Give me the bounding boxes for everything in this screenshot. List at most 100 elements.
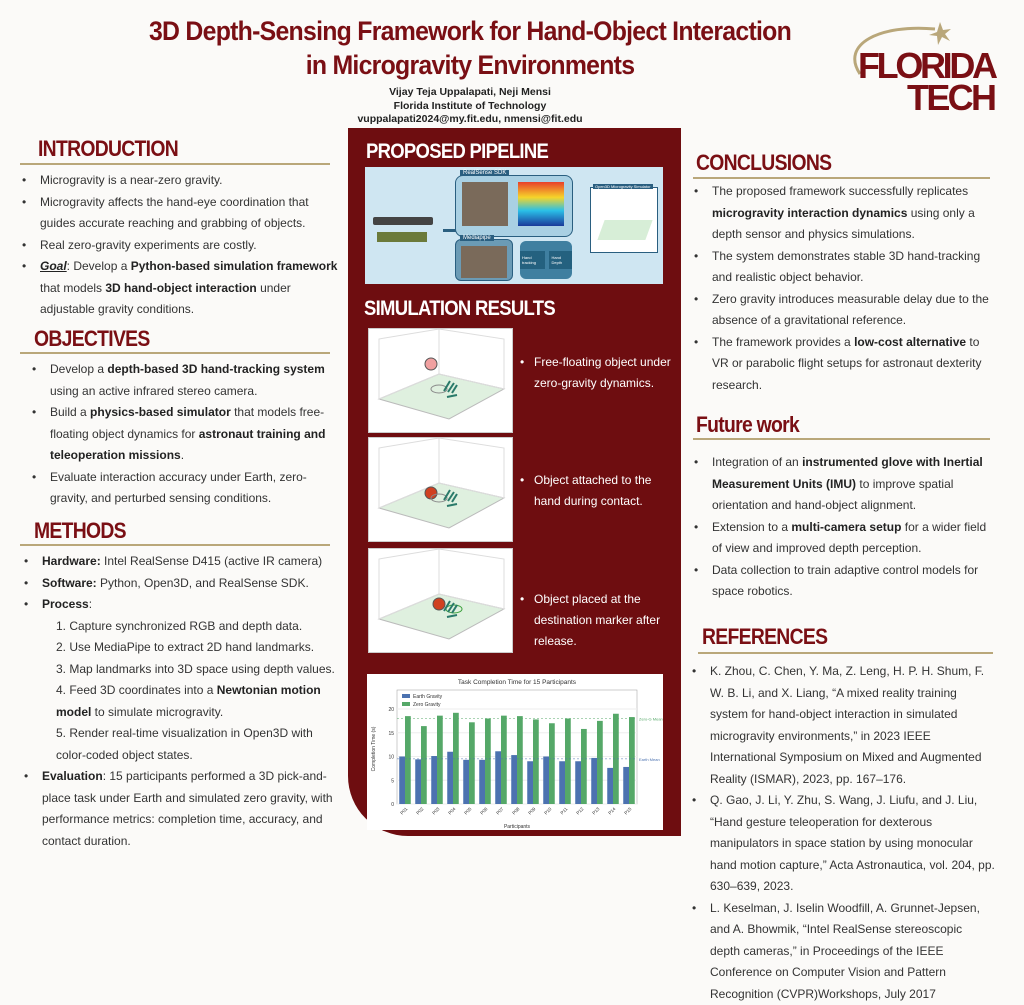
realsense-label: RealSense SDK: [460, 170, 509, 176]
circuit-board-icon: [377, 232, 427, 242]
bar-zero-gravity: [485, 719, 491, 805]
y-tick-label: 0: [391, 802, 394, 808]
bar-earth-gravity: [591, 758, 597, 804]
list-item: Real zero-gravity experiments are costly…: [20, 235, 340, 257]
text: that models: [40, 281, 105, 295]
x-tick-label: P03: [431, 806, 441, 816]
list-item: 2. Use MediaPipe to extract 2D hand land…: [22, 637, 342, 659]
camera-icon: [373, 217, 433, 225]
list-item: Evaluate interaction accuracy under Eart…: [30, 467, 340, 510]
y-tick-label: 10: [388, 755, 394, 761]
text: Real zero-gravity experiments are costly…: [40, 238, 257, 252]
text: 3. Map landmarks into 3D space using dep…: [56, 662, 335, 676]
bar-earth-gravity: [415, 759, 421, 804]
simulation-heading: SIMULATION RESULTS: [364, 297, 555, 321]
pipeline-diagram: RealSense SDK Mediapipe Hand tracking Ha…: [365, 167, 663, 284]
simulation-plot-2: [368, 437, 513, 542]
reference-item: L. Keselman, J. Iselin Woodfill, A. Grun…: [690, 898, 995, 1005]
text: The framework provides a: [712, 335, 854, 349]
simulation-plot-1: [368, 328, 513, 433]
bar-zero-gravity: [421, 726, 427, 804]
bar-zero-gravity: [597, 721, 603, 804]
processing-group: Hand tracking Hand Depth: [520, 241, 572, 279]
bar-earth-gravity: [527, 761, 533, 804]
legend-swatch: [402, 694, 410, 698]
divider: [20, 352, 330, 354]
x-tick-label: P08: [511, 806, 521, 816]
list-item: Evaluation: 15 participants performed a …: [22, 766, 342, 852]
list-item: Microgravity affects the hand-eye coordi…: [20, 192, 340, 235]
x-tick-label: P04: [447, 806, 457, 816]
reference-item: Q. Gao, J. Li, Y. Zhu, S. Wang, J. Liufu…: [690, 790, 995, 898]
text: 4. Feed 3D coordinates into a: [56, 683, 217, 697]
bold-text: depth-based 3D hand-tracking system: [107, 362, 324, 376]
text: Python, Open3D, and RealSense SDK.: [97, 576, 309, 590]
text: :: [89, 597, 92, 611]
text: The proposed framework successfully repl…: [712, 184, 968, 198]
text: 1. Capture synchronized RGB and depth da…: [56, 619, 302, 633]
divider: [698, 652, 993, 654]
text: Data collection to train adaptive contro…: [712, 563, 978, 599]
list-item: Data collection to train adaptive contro…: [692, 560, 997, 603]
title-line-2: in Microgravity Environments: [139, 48, 801, 82]
realsense-group: RealSense SDK: [455, 175, 573, 237]
list-item: Integration of an instrumented glove wit…: [692, 452, 997, 517]
completion-time-chart: Task Completion Time for 15 Participants…: [367, 674, 663, 830]
list-item: Develop a depth-based 3D hand-tracking s…: [30, 359, 340, 402]
bar-zero-gravity: [405, 716, 411, 804]
bar-earth-gravity: [479, 760, 485, 804]
x-axis-label: Participants: [504, 824, 531, 830]
bar-zero-gravity: [437, 716, 443, 804]
bar-earth-gravity: [575, 761, 581, 804]
legend-label: Zero Gravity: [413, 702, 441, 708]
text: Zero gravity introduces measurable delay…: [712, 292, 989, 328]
x-tick-label: P12: [575, 806, 585, 816]
3d-plot: [369, 438, 514, 543]
text: Microgravity is a near-zero gravity.: [40, 173, 223, 187]
text: Integration of an: [712, 455, 802, 469]
bar-earth-gravity: [447, 752, 453, 804]
legend-label: Earth Gravity: [413, 694, 443, 700]
list-item: 4. Feed 3D coordinates into a Newtonian …: [22, 680, 342, 723]
future-work-heading: Future work: [696, 412, 799, 438]
hand-tracking-box: Hand tracking: [520, 251, 545, 269]
divider: [693, 438, 990, 440]
list-item: The system demonstrates stable 3D hand-t…: [692, 246, 997, 289]
institution: Florida Institute of Technology: [250, 100, 690, 112]
conclusions-list: The proposed framework successfully repl…: [692, 181, 997, 396]
bar-zero-gravity: [629, 717, 635, 804]
bold-text: 3D hand-object interaction: [105, 281, 256, 295]
y-tick-label: 15: [388, 731, 394, 737]
text: Intel RealSense D415 (active IR camera): [101, 554, 322, 568]
text: Extension to a: [712, 520, 791, 534]
caption-2: Object attached to the hand during conta…: [520, 470, 680, 512]
sim-floor: [597, 220, 652, 240]
list-item: Microgravity is a near-zero gravity.: [20, 170, 340, 192]
bold-text: Python-based simulation framework: [131, 259, 338, 273]
bar-zero-gravity: [501, 716, 507, 804]
poster-title: 3D Depth-Sensing Framework for Hand-Obje…: [139, 14, 801, 82]
hand-depth-box: Hand Depth: [549, 251, 572, 269]
bar-earth-gravity: [431, 756, 437, 804]
bar-zero-gravity: [453, 713, 459, 804]
bar-zero-gravity: [581, 729, 587, 804]
bar-earth-gravity: [607, 768, 613, 804]
list-item: 5. Render real-time visualization in Ope…: [22, 723, 342, 766]
text: 5. Render real-time visualization in Ope…: [56, 726, 313, 762]
introduction-list: Microgravity is a near-zero gravity. Micr…: [20, 170, 340, 321]
list-item: Process:: [22, 594, 342, 616]
bar-earth-gravity: [399, 757, 405, 805]
legend-swatch: [402, 702, 410, 706]
bar-earth-gravity: [511, 755, 517, 804]
divider: [20, 163, 330, 165]
bold-text: Process: [42, 597, 89, 611]
text: Build a: [50, 405, 90, 419]
bold-text: physics-based simulator: [90, 405, 231, 419]
bar-zero-gravity: [565, 719, 571, 805]
text: The system demonstrates stable 3D hand-t…: [712, 249, 980, 285]
text: Develop a: [50, 362, 107, 376]
bold-text: low-cost alternative: [854, 335, 966, 349]
x-tick-label: P05: [463, 806, 473, 816]
list-item: Extension to a multi-camera setup for a …: [692, 517, 997, 560]
mediapipe-label: Mediapipe: [460, 235, 494, 241]
